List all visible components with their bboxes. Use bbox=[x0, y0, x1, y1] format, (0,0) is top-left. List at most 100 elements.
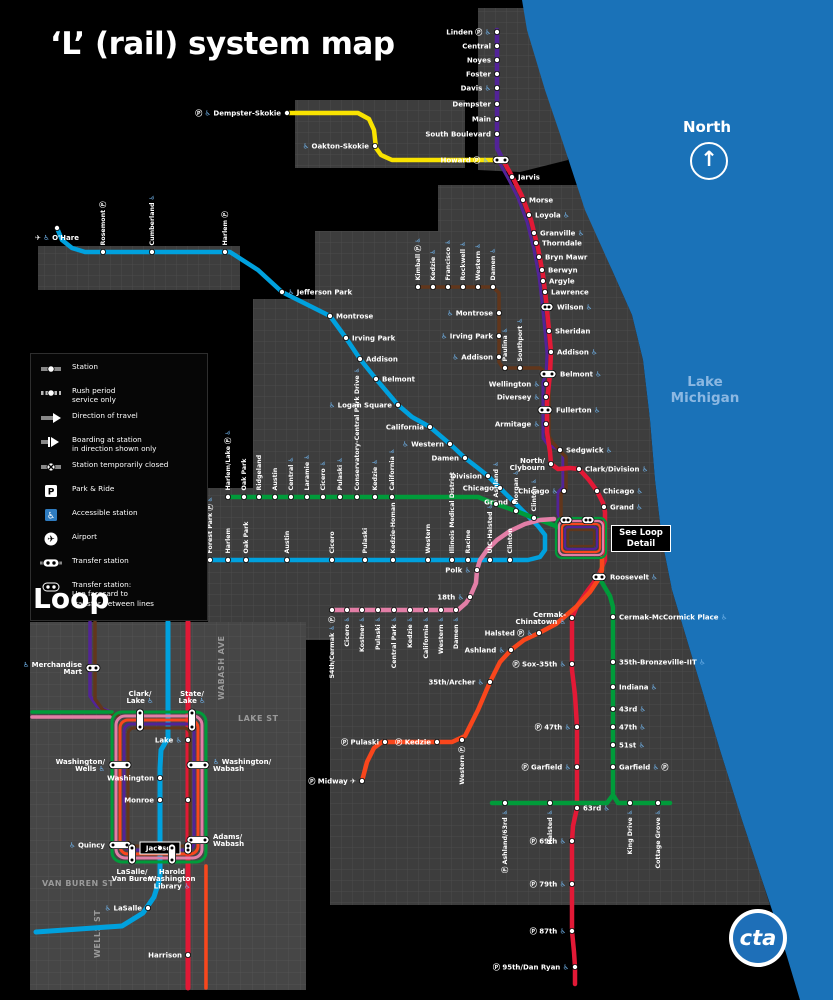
station-logan-square: ♿ Logan Square bbox=[329, 401, 401, 409]
station-label-illinois-medical-district: Illinois Medical District bbox=[449, 472, 456, 553]
station-marker bbox=[446, 440, 453, 447]
station-label-washington-wells: Washington/Wells ♿ bbox=[56, 758, 106, 773]
station-marker bbox=[493, 28, 500, 35]
station-marker bbox=[493, 57, 500, 64]
station-marker bbox=[278, 288, 285, 295]
station-label-clark-lake: Clark/Lake ♿ bbox=[126, 690, 153, 705]
station-marker bbox=[466, 594, 473, 601]
transfer-station-marker bbox=[85, 664, 101, 673]
station-label-ohare: ✈ ♿ O'Hare bbox=[35, 234, 79, 242]
station-loyola: Loyola ♿ bbox=[526, 211, 569, 219]
station-marker bbox=[374, 607, 381, 614]
station-label-kedzie-orange: Ⓟ Kedzie bbox=[395, 737, 431, 746]
station-label-morse: Morse bbox=[529, 196, 553, 204]
station-western-pink: Western ♿ bbox=[437, 607, 445, 654]
legend-item-direction: Direction of travel bbox=[39, 410, 199, 429]
station-label-central-green: Central ♿ bbox=[288, 457, 295, 491]
station-label-sheridan: Sheridan bbox=[555, 327, 590, 335]
station-label-garfield-red: Ⓟ Garfield ♿ bbox=[522, 762, 571, 771]
station-label-montrose-brown: ♿ Montrose bbox=[447, 309, 493, 317]
station-marker bbox=[461, 454, 468, 461]
station-label-lasalle-vanburen: LaSalle/Van Buren bbox=[112, 868, 153, 883]
station-kedzie-green: Kedzie ♿ bbox=[371, 459, 379, 500]
station-label-79th: Ⓟ 79th ♿ bbox=[530, 879, 566, 888]
station-marker bbox=[224, 557, 231, 564]
station-label-logan-square: ♿ Logan Square bbox=[329, 401, 392, 409]
station-ohare: ✈ ♿ O'Hare bbox=[35, 224, 79, 242]
station-label-montrose-blue: Montrose bbox=[336, 312, 374, 320]
station-marker bbox=[569, 615, 576, 622]
station-marker bbox=[610, 764, 617, 771]
station-label-davis: Davis ♿ bbox=[461, 84, 491, 92]
station-linden: Linden Ⓟ ♿ bbox=[446, 27, 500, 36]
station-oak-park-green: Oak Park bbox=[240, 458, 248, 500]
station-marker bbox=[437, 607, 444, 614]
station-montrose-blue: Montrose bbox=[326, 312, 374, 320]
station-pulaski-green: Pulaski ♿ bbox=[336, 457, 344, 500]
station-marker bbox=[610, 659, 617, 666]
station-marker bbox=[381, 739, 388, 746]
station-lasalle-blue: ♿ LaSalle bbox=[105, 904, 151, 912]
station-cumberland: Cumberland ♿ bbox=[148, 195, 156, 255]
station-label-paulina: Paulina ♿ bbox=[502, 327, 509, 361]
station-marker bbox=[594, 487, 601, 494]
station-marker bbox=[574, 724, 581, 731]
station-pulaski-pink: Pulaski ♿ bbox=[374, 607, 382, 650]
station-austin-fp: Austin bbox=[283, 531, 291, 564]
station-lake-red: Lake ♿ bbox=[155, 736, 191, 744]
station-label-kostner: Kostner ♿ bbox=[359, 617, 366, 653]
station-marker bbox=[444, 283, 451, 290]
station-marker bbox=[493, 130, 500, 137]
station-label-lasalle-blue: ♿ LaSalle bbox=[105, 904, 142, 912]
station-label-pulaski-orange: Ⓟ Pulaski bbox=[341, 737, 379, 746]
station-monroe-blue: Monroe bbox=[124, 796, 163, 804]
station-label-addison-brown: ♿ Addison bbox=[452, 353, 493, 361]
station-dempster-skokie: Ⓟ ♿ Dempster-Skokie bbox=[195, 108, 290, 117]
land-ohare-corridor bbox=[38, 246, 240, 290]
station-marker bbox=[543, 420, 550, 427]
station-label-austin-green: Austin bbox=[272, 468, 279, 491]
station-87th: Ⓟ 87th ♿ bbox=[530, 926, 576, 935]
station-kedzie-homan: Kedzie-Homan ♿ bbox=[389, 495, 397, 564]
station-label-garfield-green: Garfield ♿ Ⓟ bbox=[619, 762, 668, 771]
station-california-green: California ♿ bbox=[388, 448, 396, 500]
station-marker bbox=[543, 380, 550, 387]
station-marker bbox=[371, 493, 378, 500]
station-label-cicero-pink: Cicero ♿ bbox=[344, 617, 351, 647]
street-label: LAKE ST bbox=[238, 714, 279, 723]
station-label-washington-blue: Washington bbox=[107, 774, 154, 782]
station-label-indiana: Indiana ♿ bbox=[619, 683, 657, 691]
station-marker bbox=[574, 805, 581, 812]
station-marker bbox=[464, 557, 471, 564]
station-sox-35th: Ⓟ Sox-35th ♿ bbox=[513, 659, 576, 668]
station-marker bbox=[336, 493, 343, 500]
legend-label: Accessible station bbox=[72, 507, 138, 517]
station-marker bbox=[414, 283, 421, 290]
legend-item-station: Station bbox=[39, 361, 199, 380]
station-label-halsted-orange: Halsted Ⓟ ♿ bbox=[485, 628, 533, 637]
rush-icon bbox=[39, 385, 65, 404]
direction-icon bbox=[39, 410, 65, 429]
station-label-irving-park-brown: ♿ Irving Park bbox=[441, 332, 493, 340]
station-addison-blue: Addison bbox=[356, 355, 398, 363]
station-marker bbox=[508, 173, 515, 180]
station-label-cermak-chinatown: Cermak-Chinatown ♿ bbox=[515, 611, 566, 626]
station-label-43rd: 43rd ♿ bbox=[619, 705, 646, 713]
station-label-california-green: California ♿ bbox=[389, 448, 396, 490]
station-marker bbox=[540, 277, 547, 284]
transfer-station-marker bbox=[539, 369, 557, 378]
station-kimball: Kimball Ⓟ ♿ bbox=[413, 237, 422, 290]
street-label: WABASH AVE bbox=[217, 636, 226, 701]
station-label-chicago-red: Chicago ♿ bbox=[603, 487, 643, 495]
station-marker bbox=[184, 952, 191, 959]
station-marker bbox=[326, 312, 333, 319]
station-label-cicero-fp: Cicero bbox=[329, 531, 336, 554]
station-conservatory: Conservatory-Central Park Drive ♿ bbox=[353, 367, 361, 500]
station-marker bbox=[184, 797, 191, 804]
station-harlem-fp: Harlem bbox=[224, 527, 232, 564]
station-cermak-mccormick: Cermak-McCormick Place ♿ bbox=[610, 613, 727, 621]
station-marker bbox=[655, 800, 662, 807]
